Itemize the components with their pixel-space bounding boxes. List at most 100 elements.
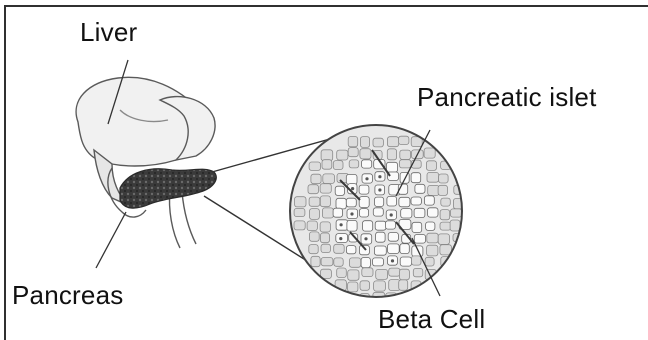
beta-cell bbox=[346, 174, 357, 184]
pancreatic-islet-view bbox=[290, 125, 465, 302]
label-liver: Liver bbox=[80, 17, 137, 47]
cell-nucleus bbox=[340, 223, 343, 226]
beta-cell bbox=[438, 234, 449, 245]
beta-cell bbox=[385, 221, 395, 229]
beta-cell bbox=[309, 245, 318, 254]
beta-cell bbox=[374, 246, 386, 255]
beta-cell bbox=[334, 244, 345, 253]
beta-cell bbox=[361, 258, 370, 268]
leader-pancreas bbox=[96, 212, 126, 268]
beta-cell bbox=[440, 210, 450, 220]
beta-cell bbox=[320, 196, 330, 207]
beta-cell bbox=[336, 198, 346, 209]
cell-nucleus bbox=[351, 187, 354, 190]
beta-cell bbox=[399, 160, 411, 168]
cell-nucleus bbox=[390, 213, 393, 216]
beta-cell bbox=[386, 162, 397, 172]
cell-nucleus bbox=[339, 237, 342, 240]
cell-nucleus bbox=[350, 212, 353, 215]
beta-cell bbox=[387, 149, 396, 160]
beta-cell bbox=[373, 208, 383, 216]
vessel-down-2 bbox=[182, 192, 196, 244]
cell-nucleus bbox=[365, 177, 368, 180]
beta-cell bbox=[415, 184, 425, 193]
pancreas-organ bbox=[120, 169, 216, 208]
beta-cell bbox=[347, 220, 357, 231]
beta-cell bbox=[388, 233, 398, 242]
beta-cell bbox=[310, 209, 320, 220]
beta-cell bbox=[439, 174, 449, 183]
beta-cell bbox=[426, 222, 435, 230]
beta-cell bbox=[400, 257, 411, 266]
liver-organ bbox=[76, 77, 215, 248]
beta-cell bbox=[400, 150, 411, 159]
beta-cell bbox=[349, 160, 359, 168]
beta-cell bbox=[376, 269, 388, 279]
beta-cell bbox=[388, 244, 400, 254]
beta-cell bbox=[337, 268, 347, 278]
beta-cell bbox=[311, 174, 321, 184]
beta-cell bbox=[387, 196, 397, 206]
beta-cell bbox=[412, 256, 422, 265]
beta-cell bbox=[375, 197, 384, 206]
beta-cell bbox=[413, 268, 423, 276]
beta-cell bbox=[400, 244, 409, 254]
beta-cell bbox=[349, 258, 360, 267]
beta-cell bbox=[346, 246, 356, 254]
beta-cell bbox=[308, 185, 319, 194]
beta-cell bbox=[450, 220, 460, 231]
beta-cell bbox=[333, 161, 343, 170]
beta-cell bbox=[323, 174, 335, 184]
label-beta-cell: Beta Cell bbox=[378, 304, 485, 334]
beta-cell bbox=[294, 208, 305, 216]
beta-cell bbox=[387, 137, 398, 147]
beta-cell bbox=[411, 197, 421, 205]
cell-nucleus bbox=[378, 188, 381, 191]
beta-cell bbox=[412, 222, 422, 232]
beta-cell bbox=[441, 198, 451, 206]
beta-cell bbox=[399, 269, 409, 280]
beta-cell bbox=[309, 162, 321, 170]
beta-cell bbox=[321, 258, 333, 266]
beta-cell bbox=[295, 197, 307, 207]
beta-cell bbox=[333, 208, 342, 217]
beta-cell bbox=[309, 197, 320, 206]
beta-cell bbox=[322, 160, 332, 170]
beta-cell bbox=[348, 270, 359, 280]
beta-cell bbox=[424, 148, 435, 158]
beta-cell bbox=[426, 161, 436, 171]
beta-cell bbox=[399, 280, 408, 290]
beta-cell bbox=[360, 149, 371, 159]
beta-cell bbox=[401, 209, 412, 218]
beta-cell bbox=[360, 281, 370, 291]
beta-cell bbox=[453, 199, 465, 209]
beta-cell bbox=[320, 233, 329, 243]
beta-cell bbox=[376, 232, 386, 242]
beta-cell bbox=[414, 208, 425, 217]
beta-cell bbox=[359, 185, 369, 194]
beta-cell bbox=[335, 186, 344, 195]
beta-cell bbox=[373, 138, 383, 147]
beta-cell bbox=[307, 221, 317, 231]
beta-cell bbox=[424, 196, 434, 205]
beta-cell bbox=[346, 198, 356, 207]
beta-cell bbox=[334, 258, 343, 266]
label-pancreatic-islet: Pancreatic islet bbox=[417, 82, 597, 112]
beta-cell bbox=[450, 209, 461, 217]
beta-cell bbox=[348, 282, 358, 292]
beta-cell bbox=[440, 222, 451, 230]
beta-cell bbox=[425, 257, 434, 266]
beta-cell bbox=[374, 281, 386, 291]
beta-cell bbox=[321, 244, 331, 252]
beta-cell bbox=[362, 160, 372, 168]
beta-cell bbox=[375, 221, 386, 230]
beta-cell bbox=[427, 172, 439, 182]
beta-cell bbox=[309, 232, 319, 241]
beta-cell bbox=[359, 209, 368, 217]
beta-cell bbox=[362, 268, 373, 277]
beta-cell bbox=[320, 184, 331, 193]
beta-cell bbox=[428, 185, 439, 195]
beta-cell bbox=[438, 185, 447, 195]
beta-cell bbox=[389, 268, 400, 276]
